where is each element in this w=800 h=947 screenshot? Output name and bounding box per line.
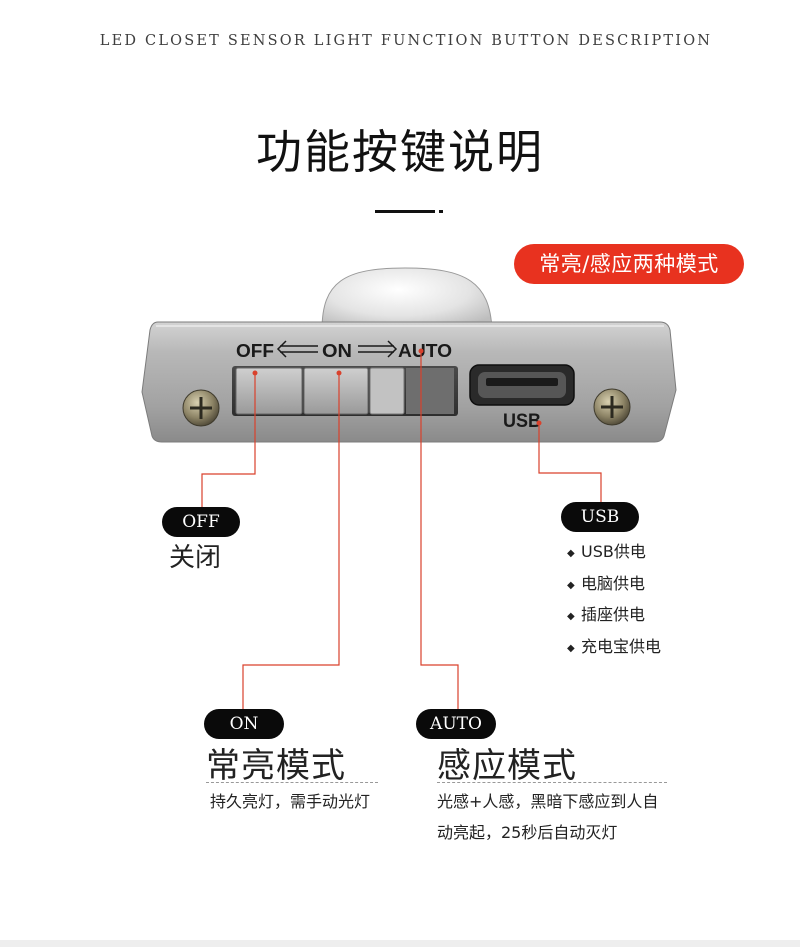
leader-on [242, 373, 340, 710]
auto-description: 光感+人感，黑暗下感应到人自 动亮起，25秒后自动灭灯 [437, 786, 658, 848]
leader-lines [201, 351, 602, 710]
off-title: 关闭 [169, 543, 222, 573]
page-subtitle: LED CLOSET SENSOR LIGHT FUNCTION BUTTON … [99, 33, 713, 49]
leader-usb [538, 423, 602, 503]
bottom-strip [0, 940, 800, 947]
switch-label-off: OFF [236, 341, 274, 361]
leader-auto [420, 351, 459, 710]
screw-left-icon [182, 389, 220, 427]
switch-label-auto: AUTO [398, 341, 452, 361]
auto-description-line: 动亮起，25秒后自动灭灯 [437, 823, 618, 842]
usb-power-item: ◆充电宝供电 [567, 636, 662, 656]
usb-port-label: USB [503, 411, 541, 432]
leader-off [201, 373, 256, 508]
page-title: 功能按键说明 [256, 125, 544, 179]
title-underline [375, 210, 435, 213]
on-title: 常亮模式 [206, 746, 346, 786]
sensor-dome [321, 267, 493, 331]
mode-badge: 常亮/感应两种模式 [514, 244, 744, 284]
switch-arrow-left [276, 340, 318, 358]
title-underline-dot [439, 210, 443, 213]
usb-power-list: ◆USB供电 ◆电脑供电 ◆插座供电 ◆充电宝供电 [567, 536, 661, 662]
auto-divider [437, 782, 667, 783]
auto-title: 感应模式 [437, 746, 577, 786]
on-description: 持久亮灯，需手动光灯 [210, 792, 371, 811]
usb-tag: USB [561, 502, 639, 532]
usb-power-item: ◆USB供电 [567, 542, 646, 561]
off-tag: OFF [162, 507, 240, 537]
switch-arrow-right [358, 340, 398, 358]
usb-power-item: ◆电脑供电 [567, 573, 646, 593]
switch-knob [303, 367, 369, 415]
on-divider [206, 782, 378, 783]
usb-power-item: ◆插座供电 [567, 605, 646, 624]
screw-right-icon [593, 388, 631, 426]
switch-label-on: ON [322, 341, 352, 361]
auto-tag: AUTO [416, 709, 496, 739]
on-tag: ON [204, 709, 284, 739]
auto-description-line: 光感+人感，黑暗下感应到人自 [437, 792, 659, 811]
